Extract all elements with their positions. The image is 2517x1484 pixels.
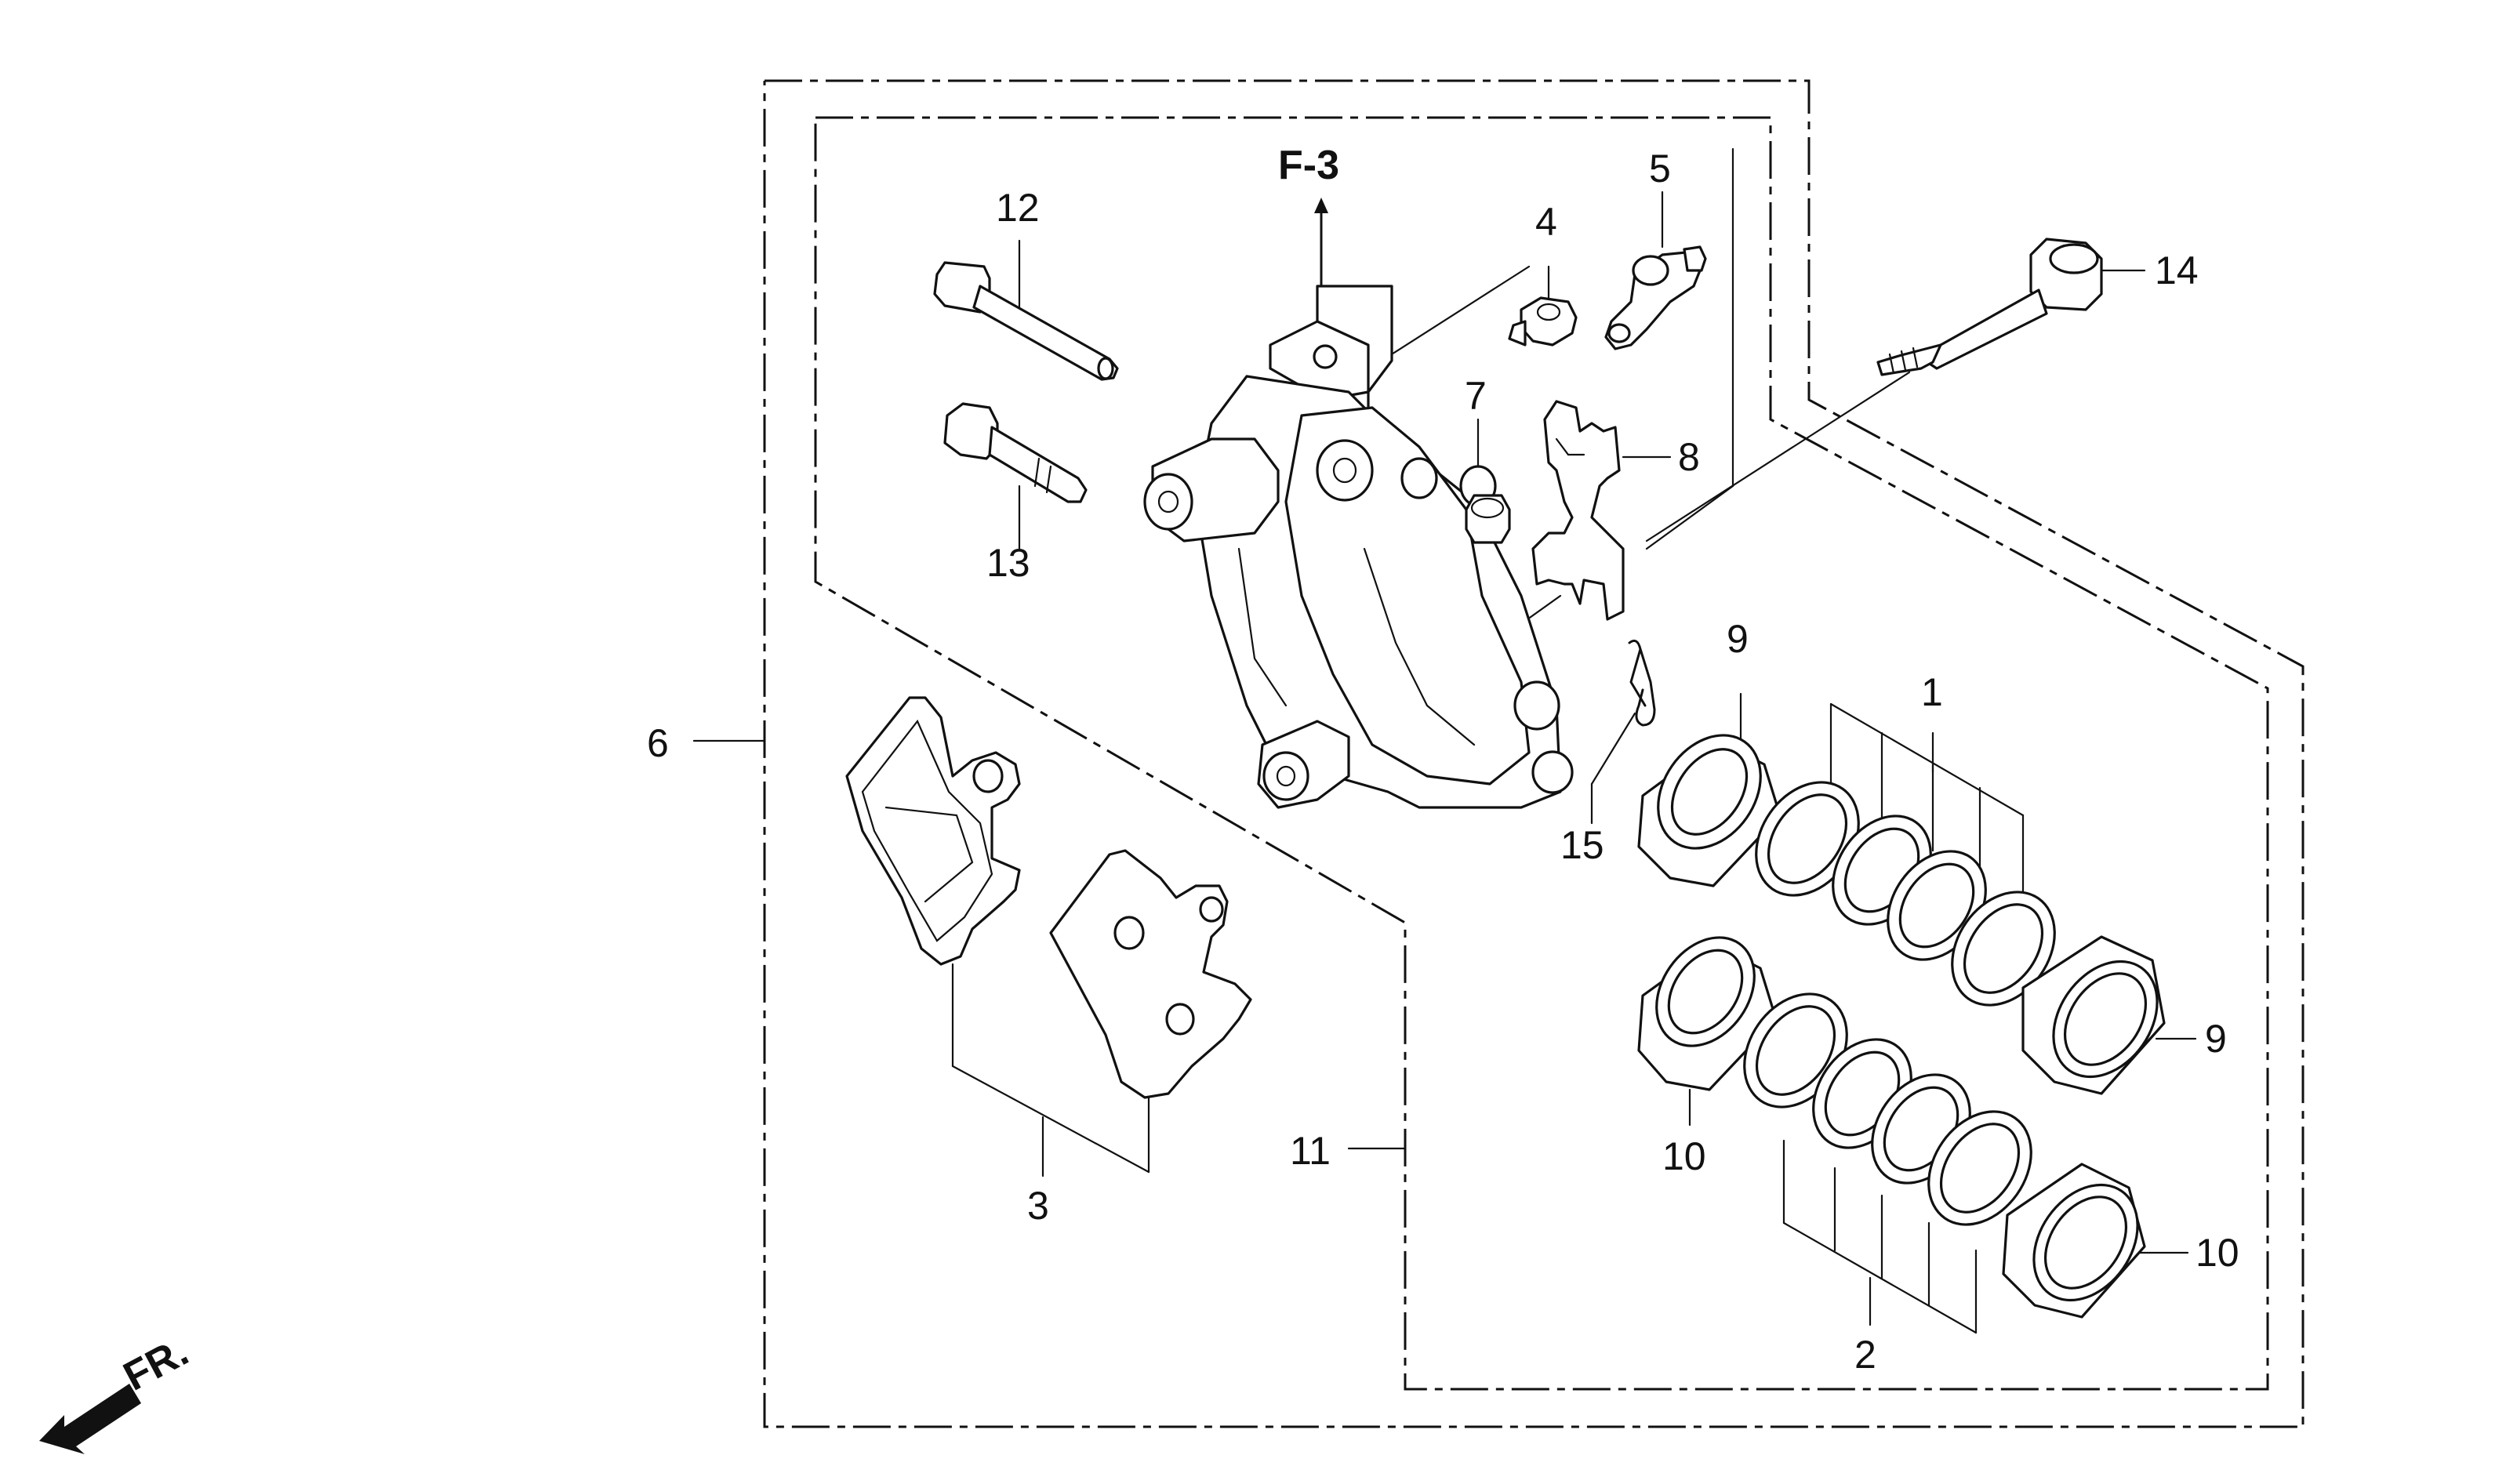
callout-9a: 9 [1727, 617, 1749, 661]
part-3-brake-pads [845, 696, 1252, 1099]
callout-12: 12 [996, 186, 1040, 230]
callout-15: 15 [1560, 823, 1604, 867]
part-5-bleeder-cap [1604, 245, 1707, 350]
callout-11: 11 [1290, 1129, 1331, 1173]
callout-10a: 10 [1662, 1134, 1706, 1178]
part-1-and-9-piston-seals-upper [1637, 734, 2166, 1095]
part-13-pin-bolt [943, 402, 1088, 503]
part-15-pin-clip [1628, 639, 1656, 727]
callout-6: 6 [647, 721, 669, 765]
callout-1: 1 [1921, 670, 1943, 714]
direction-ref-label: F-3 [1278, 143, 1339, 188]
callout-9b: 9 [2205, 1017, 2227, 1061]
callout-14: 14 [2155, 249, 2199, 292]
callout-3: 3 [1027, 1184, 1049, 1228]
callout-2: 2 [1854, 1333, 1876, 1377]
part-7-bushing [1465, 494, 1511, 544]
part-2-and-10-piston-seals-lower [1637, 936, 2146, 1319]
callout-7: 7 [1465, 374, 1487, 418]
callout-10b: 10 [2196, 1231, 2239, 1275]
part-12-pin-bolt [933, 261, 1119, 381]
part-8-pad-spring [1531, 400, 1625, 621]
part-14-mounting-bolt [1876, 238, 2103, 376]
leader-lines [692, 147, 2197, 1334]
callout-4: 4 [1535, 200, 1557, 244]
callout-13: 13 [986, 541, 1030, 585]
assembly-outline-6 [763, 79, 2305, 1428]
assembly-outline-11 [814, 116, 2269, 1391]
caliper-body [1143, 285, 1574, 809]
callout-5: 5 [1649, 147, 1671, 190]
part-4-bleeder-screw [1508, 296, 1578, 347]
callout-8: 8 [1678, 435, 1700, 479]
front-direction-indicator: FR. [39, 1329, 196, 1454]
